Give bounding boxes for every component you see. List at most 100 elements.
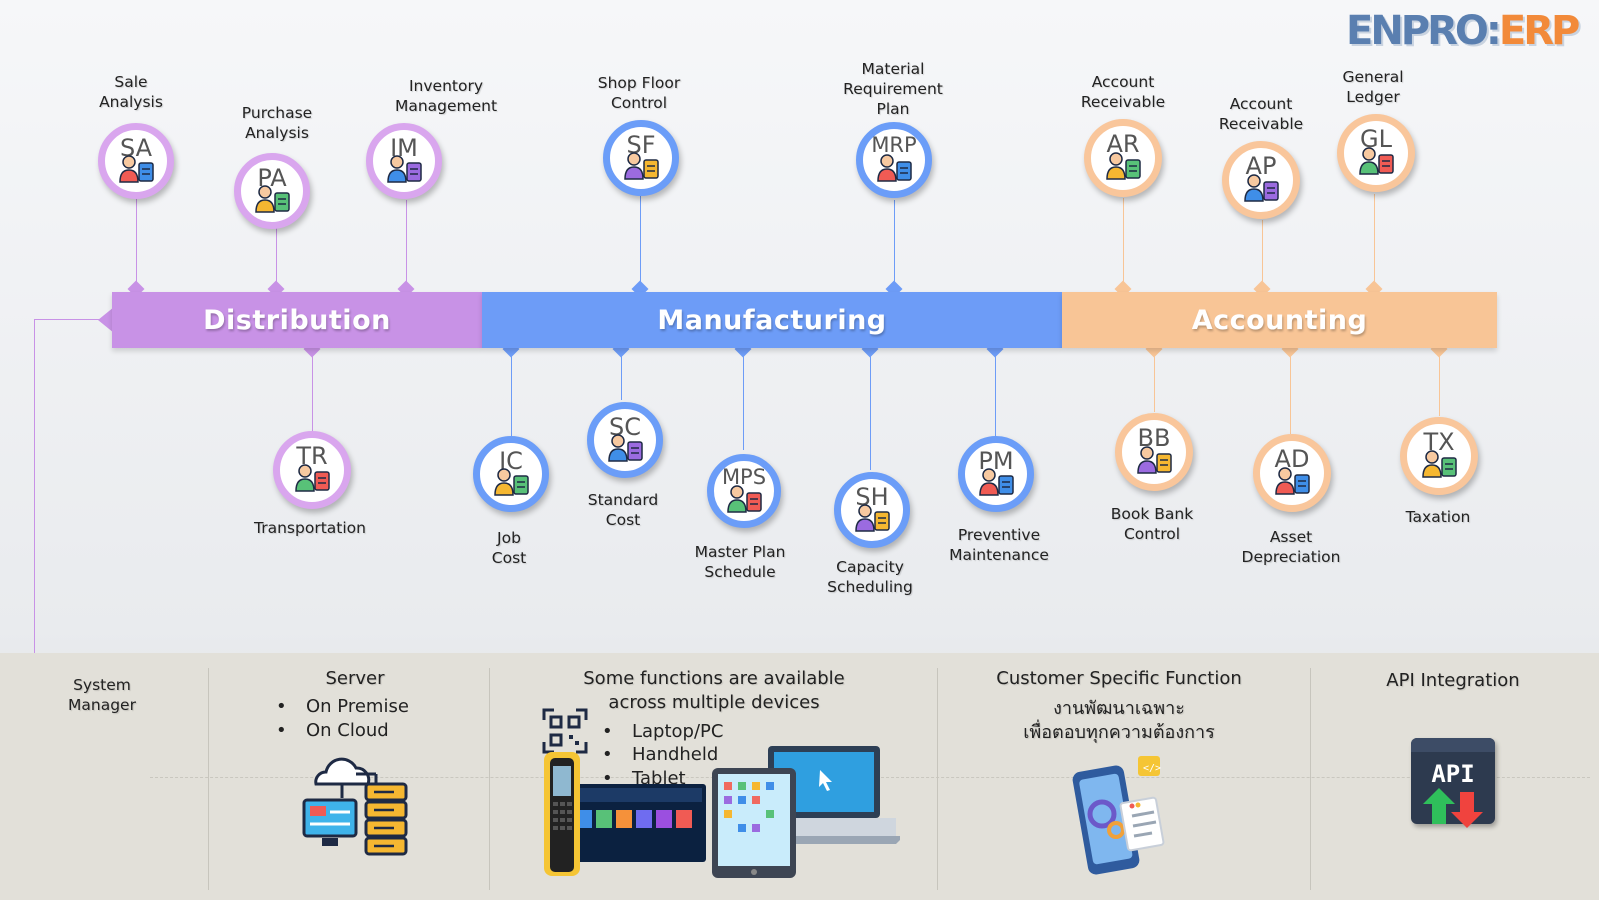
module-code: TR xyxy=(296,442,328,470)
connector-jc xyxy=(511,348,512,436)
module-code: AP xyxy=(1245,152,1277,180)
module-label-sc: Standard xyxy=(587,491,659,509)
money-bag-hand-icon xyxy=(1106,152,1141,181)
custom-function-thai-line2: เพื่อตอบทุกความต้องการ xyxy=(1023,722,1215,743)
module-mps[interactable]: MPS xyxy=(707,454,781,528)
module-bb[interactable]: BB xyxy=(1115,413,1193,491)
cloud-server-icon xyxy=(302,757,408,856)
module-gl[interactable]: GL xyxy=(1337,114,1415,192)
document-money-icon xyxy=(494,468,529,496)
connector-im xyxy=(406,200,407,292)
connector-tr xyxy=(312,348,313,436)
api-window-titlebar xyxy=(1411,738,1495,752)
module-label-ap: Receivable xyxy=(1218,115,1304,133)
server-item-label: On Premise xyxy=(306,696,409,717)
devices-illustration xyxy=(544,746,900,878)
accountant-coins-icon xyxy=(1359,147,1394,176)
conveyor-worker-icon xyxy=(624,152,659,180)
connector-mrp xyxy=(894,200,895,292)
devices-title-line2: across multiple devices xyxy=(608,692,820,713)
bottom-separator-2 xyxy=(489,668,490,890)
module-code: MRP xyxy=(871,133,917,157)
module-label-sh: Capacity xyxy=(836,558,904,576)
module-code: AD xyxy=(1274,445,1310,473)
module-ap[interactable]: AP xyxy=(1222,141,1300,219)
connector-ar xyxy=(1123,198,1124,292)
module-label-ar: Account xyxy=(1091,73,1155,91)
devices-item-handheld: •Handheld xyxy=(602,744,719,765)
module-pm[interactable]: PM xyxy=(958,436,1034,512)
connector-sc xyxy=(621,348,622,400)
module-ar[interactable]: AR xyxy=(1084,119,1162,197)
module-sa[interactable]: SA xyxy=(98,123,174,199)
connector-ad xyxy=(1290,348,1291,434)
connector-sm-vertical xyxy=(34,320,35,776)
tablet-icon xyxy=(712,768,796,878)
mobile-dev-icon: </> xyxy=(1072,756,1165,875)
module-code: JC xyxy=(499,447,523,475)
module-label-pa: Analysis xyxy=(245,124,309,142)
module-label-tx: Taxation xyxy=(1405,508,1471,526)
logo-text-enpro: ENPRO: xyxy=(1346,8,1502,54)
module-label-mps: Schedule xyxy=(704,563,776,581)
module-label-gl: Ledger xyxy=(1346,88,1400,106)
manufacturing-bar: Manufacturing xyxy=(482,292,1062,348)
server-title: Server xyxy=(325,668,385,689)
module-mrp[interactable]: MRP xyxy=(856,122,932,198)
module-code: TX xyxy=(1423,428,1455,456)
api-icon: API xyxy=(1411,738,1495,828)
robot-arm-worker-icon xyxy=(979,468,1014,496)
connector-sm-top xyxy=(34,319,100,320)
api-badge-text: API xyxy=(1431,760,1475,788)
calendar-gantt-icon xyxy=(855,504,890,532)
tax-document-icon xyxy=(1422,450,1457,479)
module-pa[interactable]: PA xyxy=(234,153,310,229)
module-label-pm: Maintenance xyxy=(949,546,1049,564)
bottom-separator-4 xyxy=(1310,668,1311,890)
module-label-mrp: Plan xyxy=(876,100,910,118)
shopping-woman-icon xyxy=(255,185,290,213)
server-item-on-cloud: •On Cloud xyxy=(276,720,389,741)
module-code: GL xyxy=(1360,125,1392,153)
module-label-pm: Preventive xyxy=(957,526,1041,544)
module-label-pa: Purchase xyxy=(241,104,313,122)
sm-label-line1: System xyxy=(73,676,131,694)
money-bag-hand-icon xyxy=(1244,174,1279,203)
distribution-bar: Distribution xyxy=(112,292,482,348)
handheld-scanner-icon xyxy=(544,752,580,876)
engineer-plan-icon xyxy=(727,485,762,513)
module-label-sa: Analysis xyxy=(99,93,163,111)
module-label-im: Management xyxy=(394,97,498,115)
custom-function-title: Customer Specific Function xyxy=(996,668,1242,689)
connector-ap xyxy=(1262,220,1263,292)
module-ad[interactable]: AD xyxy=(1253,434,1331,512)
module-code: PM xyxy=(978,447,1014,475)
bottom-separator-3 xyxy=(937,668,938,890)
module-tr[interactable]: TR xyxy=(273,431,351,509)
connector-mps xyxy=(743,348,744,450)
module-sc[interactable]: SC xyxy=(587,402,663,478)
devices-item-laptop: •Laptop/PC xyxy=(602,721,724,742)
module-jc[interactable]: JC xyxy=(473,436,549,512)
module-tx[interactable]: TX xyxy=(1400,417,1478,495)
inventory-boxes-icon xyxy=(387,155,422,183)
connector-sf xyxy=(640,196,641,292)
bottom-separator-1 xyxy=(208,668,209,890)
module-sh[interactable]: SH xyxy=(834,472,910,548)
connector-sh xyxy=(870,348,871,470)
module-label-ad: Asset xyxy=(1269,528,1313,546)
connector-pm xyxy=(995,348,996,436)
connector-sa xyxy=(136,198,137,292)
module-label-bb: Control xyxy=(1123,525,1181,543)
logo-text-erp: ERP xyxy=(1498,8,1580,54)
wallet-exchange-icon xyxy=(1137,446,1172,475)
devices-item-label: Handheld xyxy=(632,744,719,765)
module-code: AR xyxy=(1106,130,1140,158)
module-code: BB xyxy=(1137,424,1171,452)
module-code: MPS xyxy=(721,465,767,489)
svg-text:</>: </> xyxy=(1143,763,1161,774)
api-integration-title: API Integration xyxy=(1386,670,1520,691)
module-sf[interactable]: SF xyxy=(603,120,679,196)
module-im[interactable]: IM xyxy=(366,123,442,199)
